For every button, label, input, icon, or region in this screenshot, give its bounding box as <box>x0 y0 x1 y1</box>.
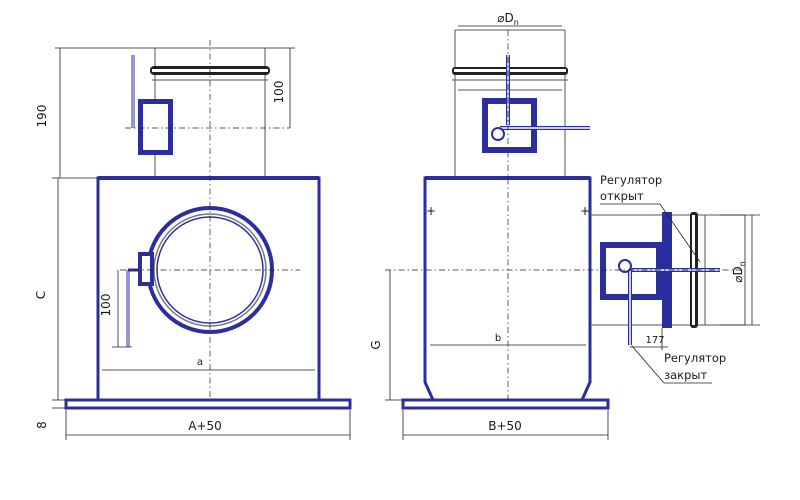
dim-collar: 100 <box>272 81 286 104</box>
svg-text:+: + <box>426 204 436 218</box>
dim-height-top: 190 <box>35 105 49 128</box>
dim-inner-width-b: b <box>495 333 501 344</box>
dim-base-width-b: B+50 <box>488 419 522 433</box>
right-dimensions: ⌀Dn b G B+50 177 <box>369 214 760 440</box>
right-side-regulator <box>600 242 720 345</box>
dim-height-g: G <box>369 340 383 349</box>
dim-handle: 100 <box>99 294 113 317</box>
left-dimensions: 190 100 C 100 a A+50 8 <box>34 47 351 440</box>
left-view: 190 100 C 100 a A+50 8 <box>34 40 352 440</box>
dim-inner-width-a: a <box>197 357 203 368</box>
left-damper-regulator <box>131 55 173 155</box>
dim-offset: 177 <box>645 335 664 346</box>
regulator-closed-line2: закрыт <box>664 368 707 382</box>
dim-duct-diameter-side: ⌀Dn <box>731 261 747 283</box>
right-top-regulator <box>482 55 590 153</box>
dim-body-height: C <box>34 291 48 299</box>
right-box <box>423 176 592 402</box>
right-base-plate <box>401 398 610 410</box>
regulator-closed-line1: Регулятор <box>664 351 726 365</box>
left-base-plate <box>64 398 352 410</box>
regulator-closed-label: Регулятор закрыт <box>631 345 726 384</box>
dim-duct-diameter-top: ⌀Dn <box>497 11 519 27</box>
regulator-open-label: Регулятор открыт <box>600 173 701 263</box>
right-view: ⌀Dn + + <box>369 11 760 440</box>
dim-base-thickness: 8 <box>35 421 49 429</box>
dim-base-width-a: A+50 <box>188 419 222 433</box>
regulator-open-line1: Регулятор <box>600 173 662 187</box>
svg-text:+: + <box>580 204 590 218</box>
left-inlet-regulator <box>126 252 154 347</box>
left-box <box>96 176 321 402</box>
regulator-open-line2: открыт <box>600 189 644 203</box>
